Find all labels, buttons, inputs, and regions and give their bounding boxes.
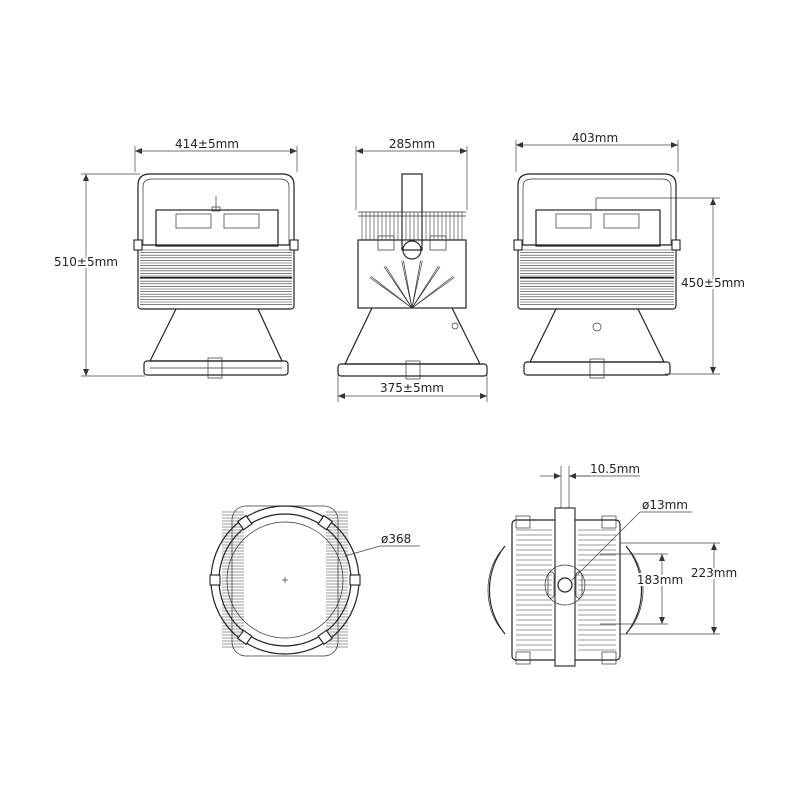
back-lens-ring [523, 361, 671, 376]
side-pivot [402, 240, 422, 260]
bottom-diameter-label: ø368 [381, 532, 411, 546]
side-top-width-label: 285mm [389, 137, 435, 151]
top-outer-height-label: 223mm [691, 566, 737, 580]
bottom-lens [226, 521, 344, 639]
front-view: 414±5mm 510±5mm [52, 137, 299, 379]
side-reflector [344, 307, 481, 365]
back-mounting-bracket [517, 173, 677, 245]
back-driver-box [535, 209, 661, 247]
front-driver-box [155, 209, 279, 247]
back-height-label: 450±5mm [681, 276, 745, 290]
top-bracket-bar [554, 507, 576, 667]
side-view: 285mm 375±5mm [337, 137, 488, 402]
top-view: 10.5mm ø13mm 183mm 223mm [487, 462, 739, 667]
top-mounting-hole [557, 577, 573, 593]
back-width-label: 403mm [572, 131, 618, 145]
front-width-label: 414±5mm [175, 137, 239, 151]
back-reflector [529, 308, 665, 363]
lens-clip [317, 629, 333, 646]
back-heatsink [517, 244, 677, 310]
lens-clip [237, 514, 253, 531]
lens-clip [317, 514, 333, 531]
top-inner-height-label: 183mm [637, 573, 683, 587]
side-bottom-width-label: 375±5mm [380, 381, 444, 395]
front-reflector [149, 308, 283, 362]
front-lens-ring [143, 360, 289, 376]
lens-clip [237, 629, 253, 646]
bottom-view: ø368 [209, 505, 420, 657]
front-height-label: 510±5mm [54, 255, 118, 269]
back-view: 403mm 450±5mm [513, 131, 747, 379]
lens-clip [349, 574, 361, 586]
front-heatsink [137, 244, 295, 310]
lens-clip [209, 574, 221, 586]
front-mounting-bracket [137, 173, 295, 245]
top-width-label: 10.5mm [590, 462, 640, 476]
side-lens-ring [337, 363, 488, 377]
top-hole-label: ø13mm [642, 498, 688, 512]
